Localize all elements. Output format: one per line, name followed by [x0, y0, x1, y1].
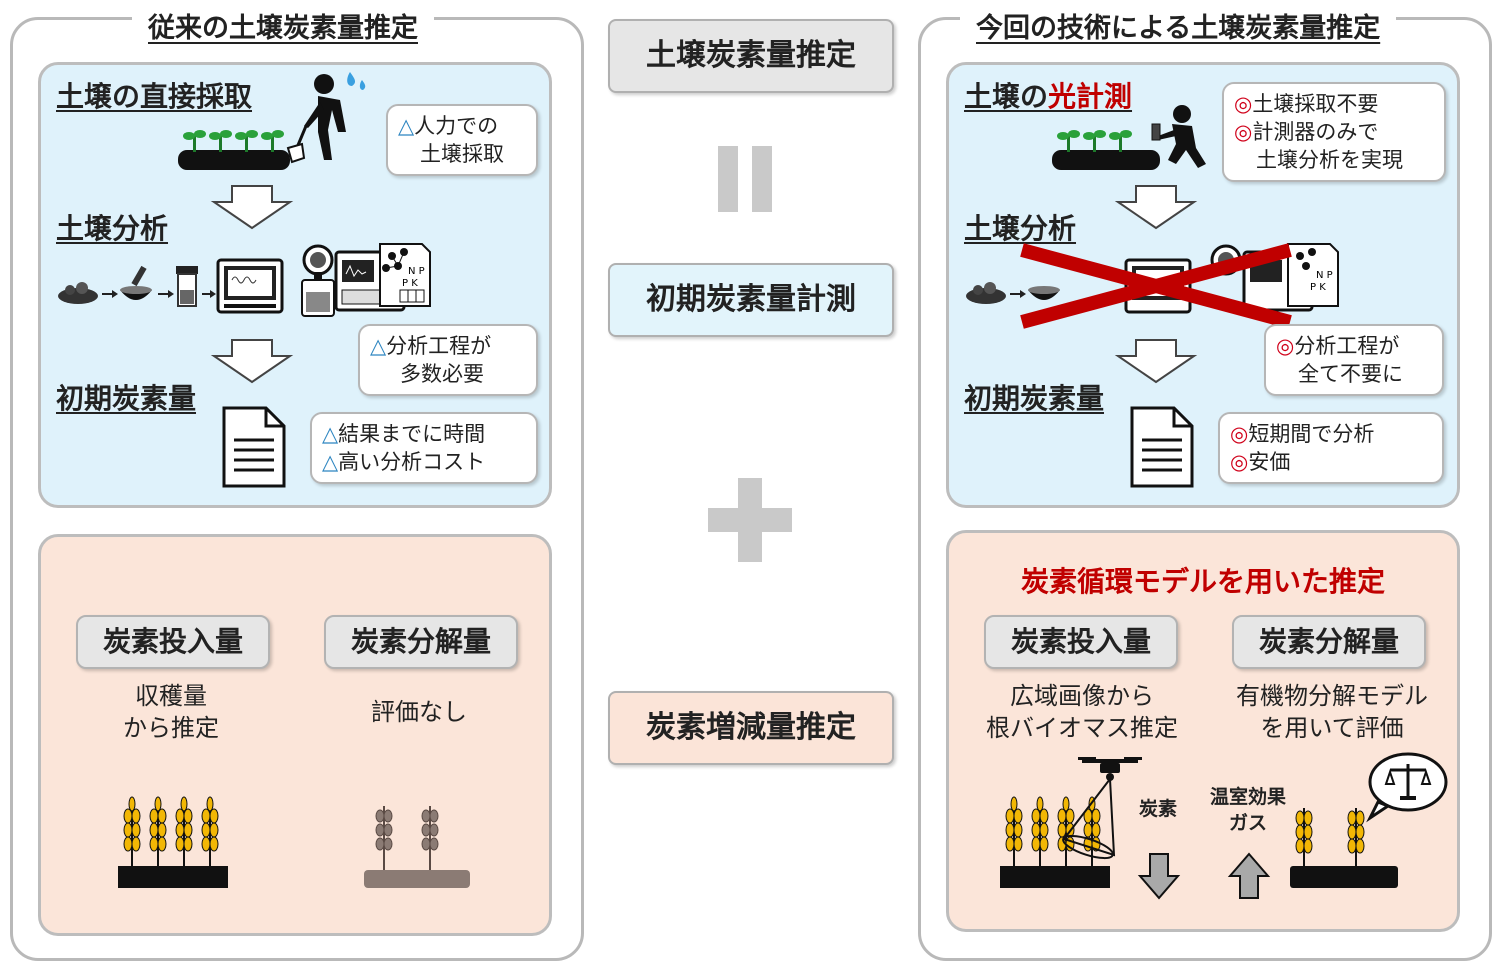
seedling-icon [178, 130, 290, 170]
soil-carbon-estimation-label: 土壌炭素量推定 [608, 19, 894, 93]
down-arrow-icon [210, 185, 294, 230]
greenhouse-gas-label: 温室効果 ガス [1209, 786, 1286, 834]
carbon-decomposition-label: 炭素分解量 [1232, 615, 1426, 669]
cross-mark-icon [1020, 243, 1292, 329]
many-steps-callout: △分析工程が 多数必要 [358, 324, 538, 396]
carbon-input-description: 広域画像から 根バイオマス推定 [986, 682, 1178, 742]
equals-sign-icon [718, 146, 772, 212]
document-icon [222, 406, 286, 488]
plus-sign-icon [708, 478, 792, 562]
scale-icon [1366, 752, 1448, 823]
carbon-input-label: 炭素投入量 [76, 615, 270, 669]
fast-cheap-callout: ◎短期間で分析 ◎安価 [1218, 412, 1444, 484]
down-arrow-icon [1137, 853, 1181, 900]
steps-unnecessary-callout: ◎分析工程が 全て不要に [1264, 324, 1444, 396]
kneeling-person-icon [1151, 105, 1206, 168]
conventional-method-title: 従来の土壌炭素量推定 [132, 6, 434, 45]
soil-analysis-step: 土壌分析 [56, 212, 169, 245]
optical-measurement-step: 土壌の光計測 [964, 80, 1133, 113]
carbon-cycle-model-panel [946, 530, 1460, 932]
triangle-mark: △ [398, 114, 415, 138]
watering-person-icon [286, 72, 366, 164]
document-icon [1130, 406, 1194, 488]
lab-equipment-icon: N P P K [58, 243, 431, 317]
drone-icon [1062, 757, 1142, 860]
carbon-label: 炭素 [1138, 798, 1177, 820]
time-cost-callout: △結果までに時間 △高い分析コスト [310, 412, 538, 484]
carbon-input-label: 炭素投入量 [984, 615, 1178, 669]
svg-text:N P: N P [408, 266, 425, 277]
carbon-change-estimation-label: 炭素増減量推定 [608, 691, 894, 765]
no-sampling-callout: ◎土壌採取不要 ◎計測器のみで 土壌分析を実現 [1222, 82, 1446, 182]
seedling-icon [1052, 130, 1160, 170]
svg-text:P K: P K [1310, 282, 1326, 293]
up-arrow-icon [1227, 852, 1271, 899]
initial-carbon-step: 初期炭素量 [56, 382, 197, 415]
carbon-decomposition-label: 炭素分解量 [324, 615, 518, 669]
down-arrow-icon [1114, 339, 1198, 384]
initial-carbon-step: 初期炭素量 [964, 382, 1105, 415]
wheat-icon [118, 796, 228, 888]
carbon-input-description: 収穫量 から推定 [123, 682, 219, 742]
wheat-icon [1290, 808, 1398, 888]
manual-sampling-callout: △人力での 土壌採取 [386, 104, 538, 176]
carbon-decomposition-description: 有機物分解モデル を用いて評価 [1236, 682, 1428, 742]
soil-analysis-step: 土壌分析 [964, 212, 1077, 245]
svg-text:N P: N P [1316, 270, 1333, 281]
decomposed-wheat-icon [364, 806, 470, 888]
svg-text:P K: P K [402, 278, 418, 289]
carbon-decomposition-description: 評価なし [371, 698, 467, 726]
direct-soil-sampling-step: 土壌の直接採取 [56, 80, 253, 113]
down-arrow-icon [1114, 185, 1198, 230]
down-arrow-icon [210, 339, 294, 384]
new-method-title: 今回の技術による土壌炭素量推定 [960, 6, 1397, 45]
initial-carbon-measurement-label: 初期炭素量計測 [608, 263, 894, 337]
carbon-cycle-model-title: 炭素循環モデルを用いた推定 [1020, 565, 1385, 598]
